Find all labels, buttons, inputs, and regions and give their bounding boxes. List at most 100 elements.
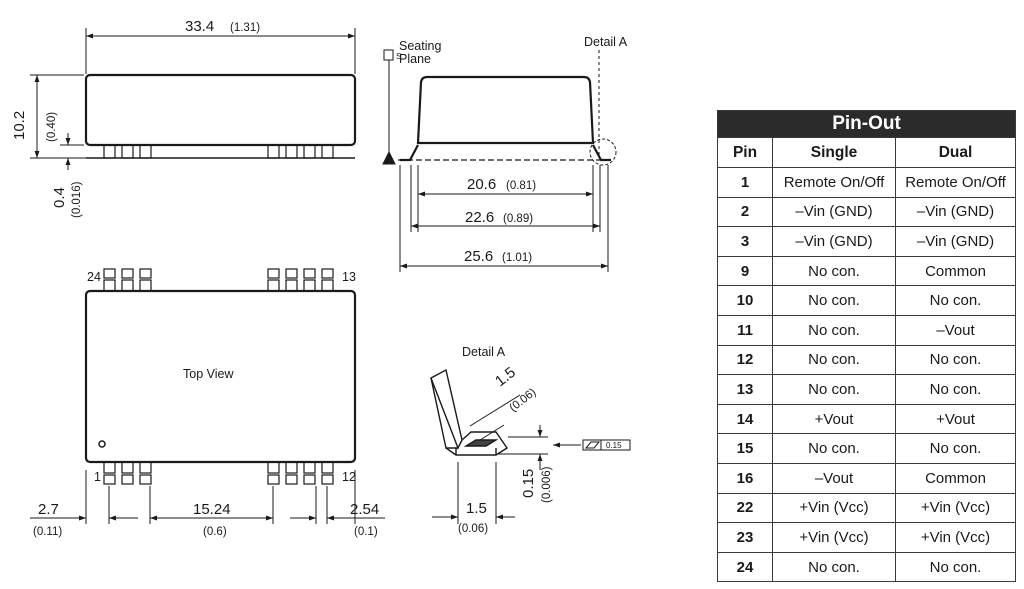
pin-span-value: 15.24 — [193, 501, 231, 518]
detail-lead-length-inch: (0.06) — [507, 386, 538, 414]
pin-number: 22 — [717, 492, 773, 524]
detail-thickness: 0.15 — [520, 469, 537, 498]
seating-plane-label-2: Plane — [399, 52, 431, 66]
pin-number: 15 — [717, 433, 773, 464]
lead-upper-segment — [430, 368, 463, 450]
pin-number: 11 — [717, 314, 773, 346]
pitch-value: 2.54 — [350, 501, 379, 518]
pin-number: 2 — [717, 196, 773, 228]
pin-span-inch: (0.6) — [203, 526, 227, 538]
pin-number: 16 — [717, 462, 773, 494]
pin-number: 14 — [717, 403, 773, 435]
dual-function: Common — [895, 462, 1016, 494]
single-function: Remote On/Off — [772, 167, 896, 198]
dual-function: +Vin (Vcc) — [895, 492, 1016, 524]
single-function: No con. — [772, 314, 896, 346]
module-body-side — [84, 73, 357, 147]
dual-function: –Vout — [895, 314, 1016, 346]
header-dual: Dual — [895, 137, 1016, 168]
module-body-end — [416, 75, 595, 145]
pinout-title: Pin-Out — [717, 110, 1016, 138]
header-single: Single — [772, 137, 896, 168]
module-body-top — [84, 289, 357, 464]
table-row: 2–Vin (GND)–Vin (GND) — [717, 196, 1016, 228]
detail-foot-length-inch: (0.06) — [458, 523, 488, 535]
pin-number: 3 — [717, 226, 773, 257]
single-function: –Vin (GND) — [772, 196, 896, 228]
mechanical-drawing: 33.4 (1.31) 10.2 (0.40) 0.4 (0.016) S Se… — [11, 18, 631, 538]
detail-thickness-inch: (0.006) — [541, 466, 553, 503]
pin-label-1: 1 — [94, 470, 101, 484]
end-dim2-inch: (0.89) — [503, 213, 533, 225]
seating-plane-label-1: Seating — [399, 39, 441, 53]
table-row: 14+Vout+Vout — [717, 403, 1016, 435]
detail-a-callout-circle — [589, 138, 617, 166]
detail-a-title: Detail A — [462, 345, 506, 359]
end-detail-a-label: Detail A — [584, 35, 628, 49]
dual-function: No con. — [895, 433, 1016, 464]
dual-function: No con. — [895, 374, 1016, 405]
coplanarity-frame — [582, 439, 631, 451]
pin-number: 13 — [717, 374, 773, 405]
dual-function: No con. — [895, 285, 1016, 316]
single-function: No con. — [772, 255, 896, 287]
side-standoff-value: 0.4 — [51, 187, 68, 208]
single-function: No con. — [772, 285, 896, 316]
pin-number: 23 — [717, 522, 773, 553]
pin-label-13: 13 — [342, 270, 356, 284]
pin-1-marker-icon — [98, 440, 106, 448]
single-function: –Vout — [772, 462, 896, 494]
seating-symbol-letter: S — [396, 52, 401, 61]
detail-lead-length: 1.5 — [492, 364, 519, 390]
table-row: 23+Vin (Vcc)+Vin (Vcc) — [717, 522, 1016, 553]
side-length-value: 33.4 — [185, 18, 214, 35]
pin-number: 12 — [717, 344, 773, 376]
edge-offset-value: 2.7 — [38, 501, 59, 518]
detail-foot-length: 1.5 — [466, 500, 487, 517]
detail-a-view — [430, 368, 631, 524]
single-function: –Vin (GND) — [772, 226, 896, 257]
single-function: +Vin (Vcc) — [772, 522, 896, 553]
end-dim1-value: 20.6 — [467, 176, 496, 193]
side-height-inch: (0.40) — [46, 112, 58, 142]
lead-foot-hatch — [463, 439, 499, 447]
end-dim2-value: 22.6 — [465, 209, 494, 226]
dual-function: –Vin (GND) — [895, 226, 1016, 257]
edge-offset-inch: (0.11) — [33, 526, 62, 538]
seating-plane-arrow-icon — [382, 150, 396, 165]
seating-plane-symbol — [383, 49, 394, 61]
top-view — [30, 268, 385, 524]
side-standoff-inch: (0.016) — [71, 181, 83, 218]
pin-label-24: 24 — [87, 270, 101, 284]
dual-function: +Vout — [895, 403, 1016, 435]
pin-number: 24 — [717, 551, 773, 583]
side-length-inch: (1.31) — [230, 22, 260, 34]
end-view — [382, 49, 617, 272]
single-function: No con. — [772, 433, 896, 464]
top-view-label: Top View — [183, 367, 234, 381]
flatness-symbol-icon — [584, 441, 601, 449]
table-row: 3–Vin (GND)–Vin (GND) — [717, 226, 1016, 257]
side-view — [30, 28, 357, 170]
dual-function: +Vin (Vcc) — [895, 522, 1016, 553]
single-function: +Vout — [772, 403, 896, 435]
pin-label-12: 12 — [342, 470, 356, 484]
dual-function: No con. — [895, 551, 1016, 583]
pin-number: 1 — [717, 167, 773, 198]
single-function: +Vin (Vcc) — [772, 492, 896, 524]
single-function: No con. — [772, 374, 896, 405]
dual-function: Remote On/Off — [895, 167, 1016, 198]
dual-function: –Vin (GND) — [895, 196, 1016, 228]
dual-function: No con. — [895, 344, 1016, 376]
side-height-value: 10.2 — [11, 111, 28, 140]
